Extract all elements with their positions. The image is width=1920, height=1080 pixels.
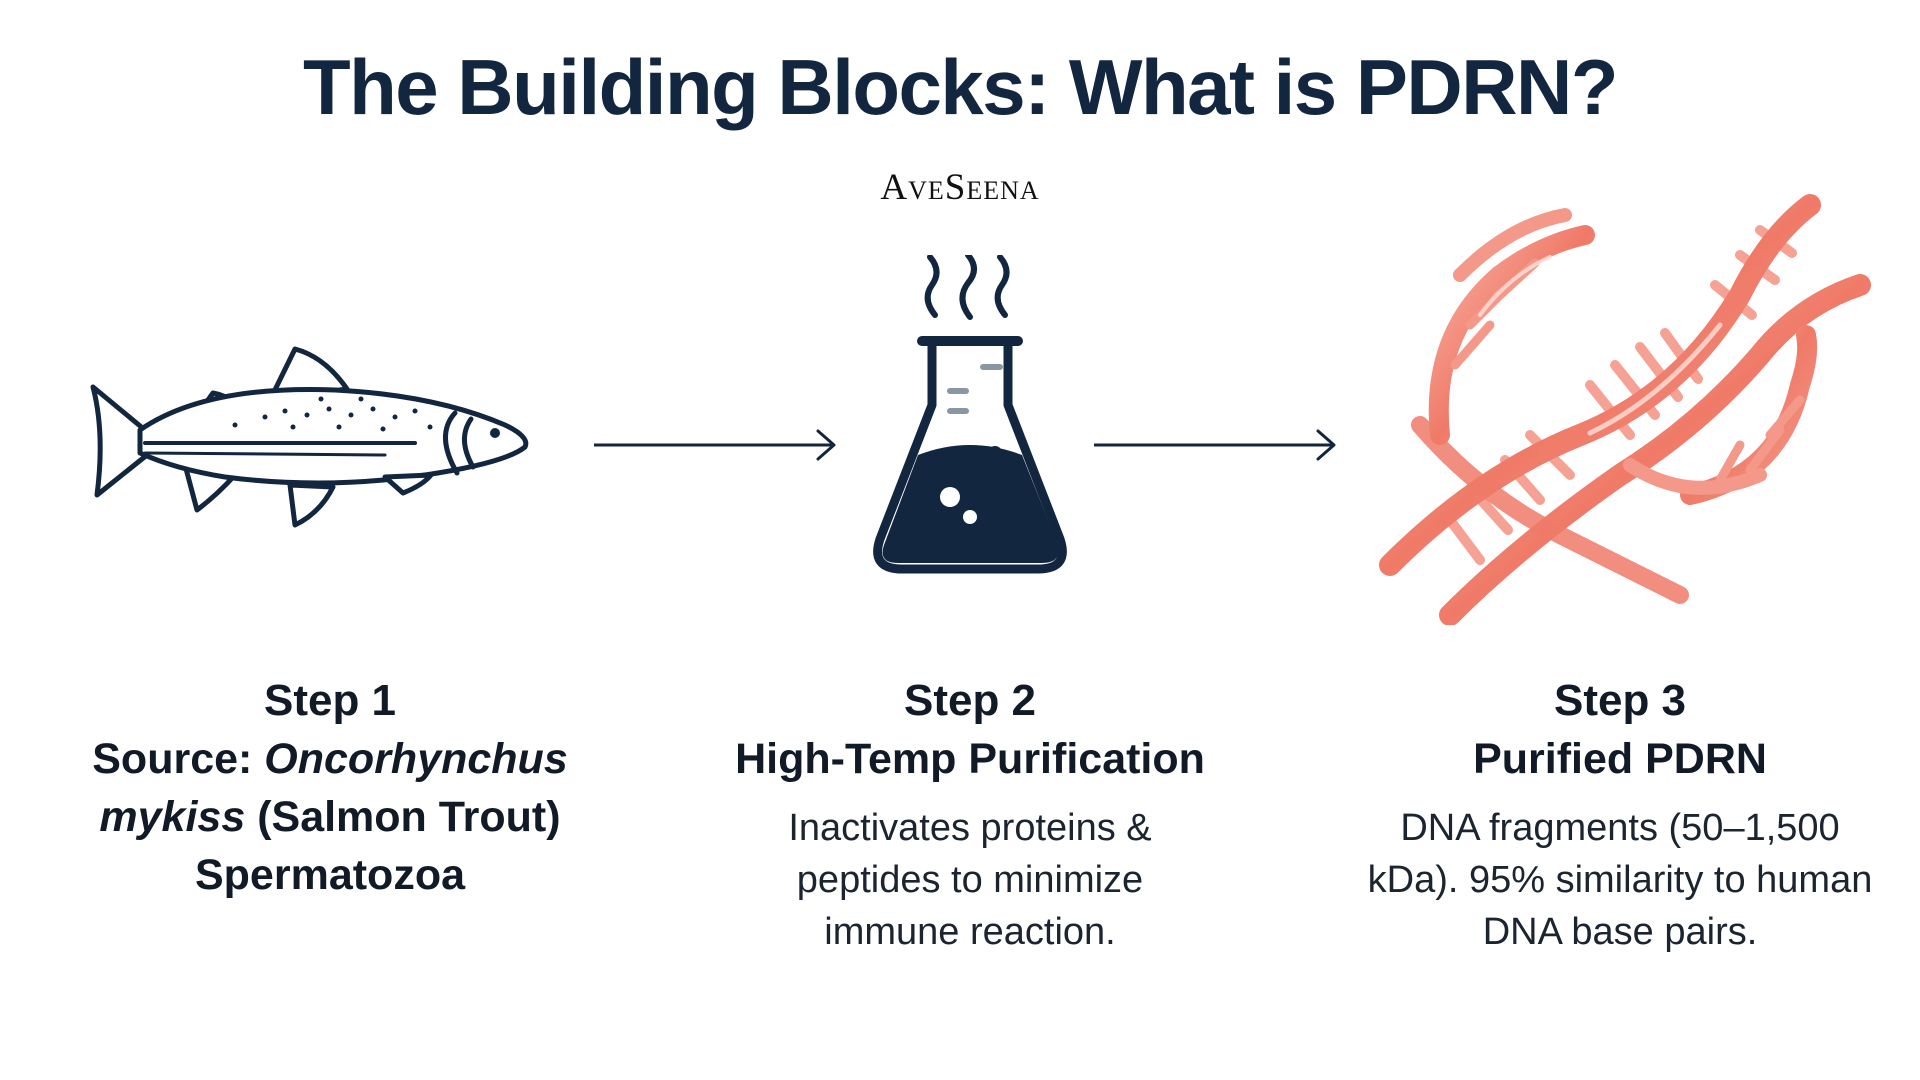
step-2-description-line: immune reaction. (824, 911, 1116, 953)
step-1-heading-line2: mykiss (Salmon Trout) (70, 788, 590, 846)
step-3-description-line: DNA base pairs. (1482, 911, 1758, 953)
step-2-description: Inactivates proteins & peptides to minim… (700, 802, 1240, 958)
step-1-heading-prefix: Source: (92, 735, 265, 783)
brand-logo: AveSeena (880, 167, 1040, 208)
page-title: The Building Blocks: What is PDRN? (302, 43, 1619, 131)
step-2-label: Step 2 (903, 676, 1037, 725)
step-3-description-line: DNA fragments (50–1,500 (1400, 807, 1840, 849)
flask-icon (873, 255, 1067, 574)
step-1-heading-genus: Oncorhynchus (264, 735, 568, 783)
step-3-label: Step 3 (1553, 676, 1687, 725)
fish-icon (90, 346, 529, 528)
step-3-description-line: kDa). 95% similarity to human (1367, 859, 1873, 901)
step-1-heading-rest: (Salmon Trout) (245, 793, 561, 841)
step-2: Step 2 High-Temp Purification Inactivate… (700, 672, 1240, 958)
arrow-right-icon (1094, 429, 1336, 461)
step-3: Step 3 Purified PDRN DNA fragments (50–1… (1320, 672, 1920, 958)
step-1-label: Step 1 (263, 676, 397, 725)
step-2-description-line: peptides to minimize (796, 859, 1144, 901)
step-1-heading: Source: Oncorhynchus (70, 730, 590, 788)
step-2-description-line: Inactivates proteins & (788, 807, 1152, 849)
step-1-heading-species: mykiss (99, 793, 246, 841)
dna-helix-icon (1379, 194, 1871, 625)
step-2-heading: High-Temp Purification (735, 735, 1205, 783)
arrow-right-icon (594, 429, 836, 461)
step-1-heading-line3: Spermatozoa (194, 851, 465, 899)
step-3-description: DNA fragments (50–1,500 kDa). 95% simila… (1320, 802, 1920, 958)
step-3-heading: Purified PDRN (1473, 735, 1767, 783)
step-1: Step 1 Source: Oncorhynchus mykiss (Salm… (70, 672, 590, 904)
